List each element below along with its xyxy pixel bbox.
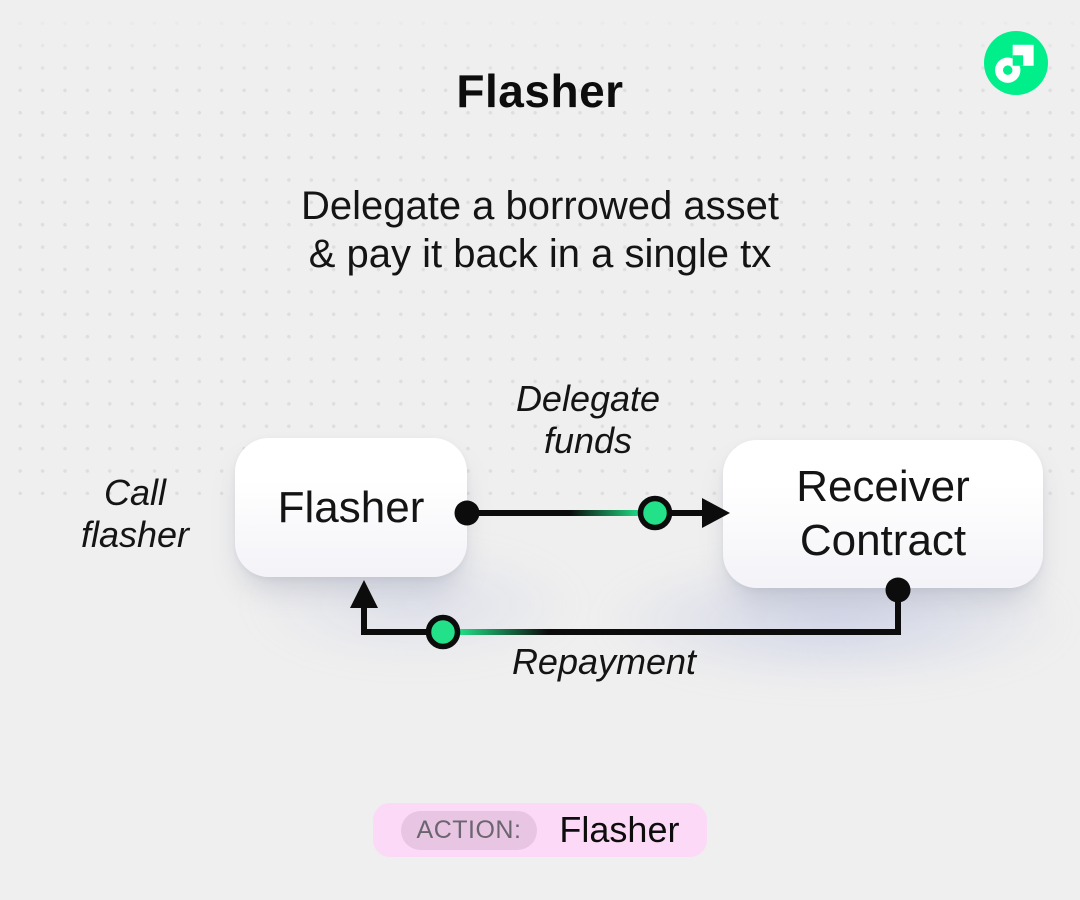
call-label-line2: flasher xyxy=(80,514,190,555)
delegate-edge-label: Delegate funds xyxy=(438,378,738,462)
repayment-edge-label: Repayment xyxy=(454,641,754,683)
dot-grid-fade-bottom xyxy=(0,705,1080,795)
call-flasher-label: Call flasher xyxy=(25,472,245,556)
flasher-node-label: Flasher xyxy=(277,482,425,532)
receiver-node-line2: Contract xyxy=(799,516,967,565)
action-badge: ACTION: Flasher xyxy=(373,803,707,857)
flow-logo-icon xyxy=(984,31,1048,95)
flasher-node: Flasher xyxy=(235,438,467,577)
repayment-label-text: Repayment xyxy=(511,641,697,682)
subtitle-line2: & pay it back in a single tx xyxy=(308,232,772,276)
receiver-node-line1: Receiver xyxy=(796,462,970,511)
dot-grid-fade-top xyxy=(0,0,1080,85)
delegate-start-dot xyxy=(454,500,480,526)
delegate-label-line1: Delegate xyxy=(515,378,661,419)
receiver-node-label: Receiver Contract xyxy=(796,460,970,568)
action-tag: ACTION: xyxy=(400,810,538,850)
receiver-contract-node: Receiver Contract xyxy=(723,440,1043,588)
repayment-arrowhead-icon xyxy=(350,580,378,608)
subtitle-line1: Delegate a borrowed asset xyxy=(300,184,780,228)
action-value: Flasher xyxy=(559,809,680,850)
page-title: Flasher xyxy=(456,65,624,117)
call-label-line1: Call xyxy=(103,472,166,513)
delegate-arrowhead-icon xyxy=(702,498,730,528)
repayment-start-dot xyxy=(885,577,911,603)
repayment-edge-line xyxy=(361,588,901,635)
repayment-token-dot xyxy=(425,614,461,650)
subtitle: Delegate a borrowed asset & pay it back … xyxy=(0,182,1080,278)
delegate-token-dot xyxy=(637,495,673,531)
flow-logo-svg xyxy=(984,31,1048,95)
delegate-label-line2: funds xyxy=(543,420,633,461)
